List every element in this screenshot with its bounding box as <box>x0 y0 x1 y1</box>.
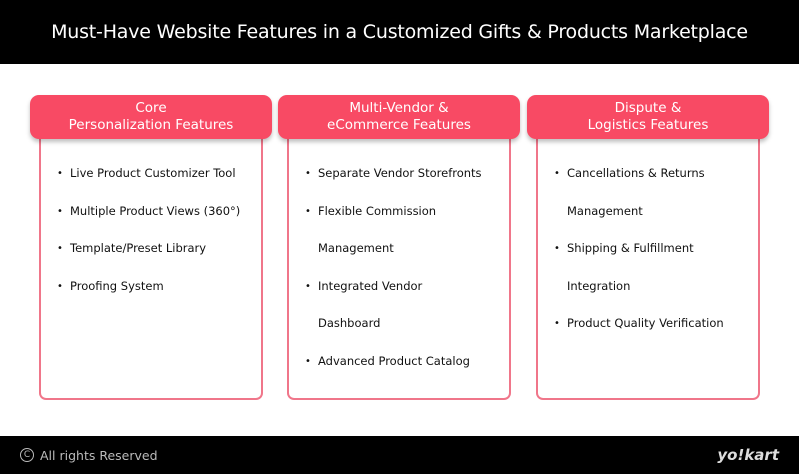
bullet-icon: • <box>57 168 63 179</box>
feature-item: •Management <box>289 230 509 268</box>
feature-text: Multiple Product Views (360°) <box>70 203 241 218</box>
bullet-icon: • <box>305 355 311 367</box>
bullet-icon: • <box>554 168 560 179</box>
bullet-icon: • <box>57 280 63 292</box>
copyright-text: All rights Reserved <box>40 447 158 463</box>
feature-text: Live Product Customizer Tool <box>70 166 236 180</box>
feature-item: • Flexible Commission <box>289 193 509 231</box>
heading-line: Logistics Features <box>587 117 709 133</box>
yokart-logo: yo!kart <box>717 446 779 464</box>
feature-item: • Cancellations & Returns <box>538 155 758 193</box>
feature-text: Management <box>318 241 394 256</box>
feature-text: Template/Preset Library <box>70 241 207 256</box>
bullet-icon: • <box>554 318 560 330</box>
bullet-icon: • <box>57 243 63 255</box>
feature-card: Dispute &Logistics Features • Cancellation… <box>527 95 769 400</box>
feature-item: • Template/Preset Library <box>41 230 261 268</box>
feature-item: • Multiple Product Views (360°) <box>41 193 261 231</box>
feature-item: • Shipping & Fulfillment <box>538 230 758 268</box>
bullet-icon: • <box>305 168 311 179</box>
card-heading: Multi-Vendor &eCommerce Features <box>278 95 520 139</box>
feature-text: Product Quality Verification <box>567 316 724 331</box>
feature-text: Dashboard <box>318 316 381 331</box>
page-title: Must-Have Website Features in a Customiz… <box>0 0 799 64</box>
bullet-icon: • <box>554 243 560 255</box>
feature-item: • Advanced Product Catalog <box>289 343 509 381</box>
feature-text: Management <box>567 203 643 218</box>
feature-text: Integration <box>567 278 631 293</box>
copyright-icon: C <box>20 448 34 462</box>
footer: C All rights Reserved yo!kart <box>0 436 799 474</box>
feature-item: • Separate Vendor Storefronts <box>289 155 509 193</box>
feature-item: •Management <box>538 193 758 231</box>
bullet-icon: • <box>305 205 311 217</box>
feature-item: • Proofing System <box>41 268 261 306</box>
heading-line: eCommerce Features <box>327 117 471 133</box>
feature-item: •Dashboard <box>289 305 509 343</box>
card-body: •Cancellations & Returns•Management•Ship… <box>536 135 760 400</box>
heading-line: Multi-Vendor & <box>349 100 449 116</box>
feature-item: • Live Product Customizer Tool <box>41 155 261 193</box>
feature-text: Integrated Vendor <box>318 278 423 293</box>
card-body: • Live Product Customizer Tool • Multiple P… <box>39 135 263 400</box>
heading-line: Personalization Features <box>68 117 234 133</box>
bullet-icon: • <box>57 205 63 217</box>
copyright: C All rights Reserved <box>20 448 158 463</box>
feature-text: Shipping & Fulfillment <box>567 241 694 256</box>
feature-text: Separate Vendor Storefronts <box>318 166 482 180</box>
feature-item: •Integration <box>538 268 758 306</box>
feature-item: • Integrated Vendor <box>289 268 509 306</box>
card-body: • Separate Vendor Storefronts • Flexible Co… <box>287 135 511 400</box>
card-heading: Dispute &Logistics Features <box>527 95 769 139</box>
feature-item: • Product Quality Verification <box>538 305 758 343</box>
feature-text: Advanced Product Catalog <box>318 353 470 368</box>
heading-line: Core <box>135 100 167 116</box>
feature-text: Flexible Commission <box>318 203 437 218</box>
feature-text: Cancellations & Returns <box>567 166 705 180</box>
heading-line: Dispute & <box>614 100 682 116</box>
bullet-icon: • <box>305 280 311 292</box>
feature-text: Proofing System <box>70 278 164 293</box>
feature-card: Multi-Vendor &eCommerce Features • Separat… <box>278 95 520 400</box>
